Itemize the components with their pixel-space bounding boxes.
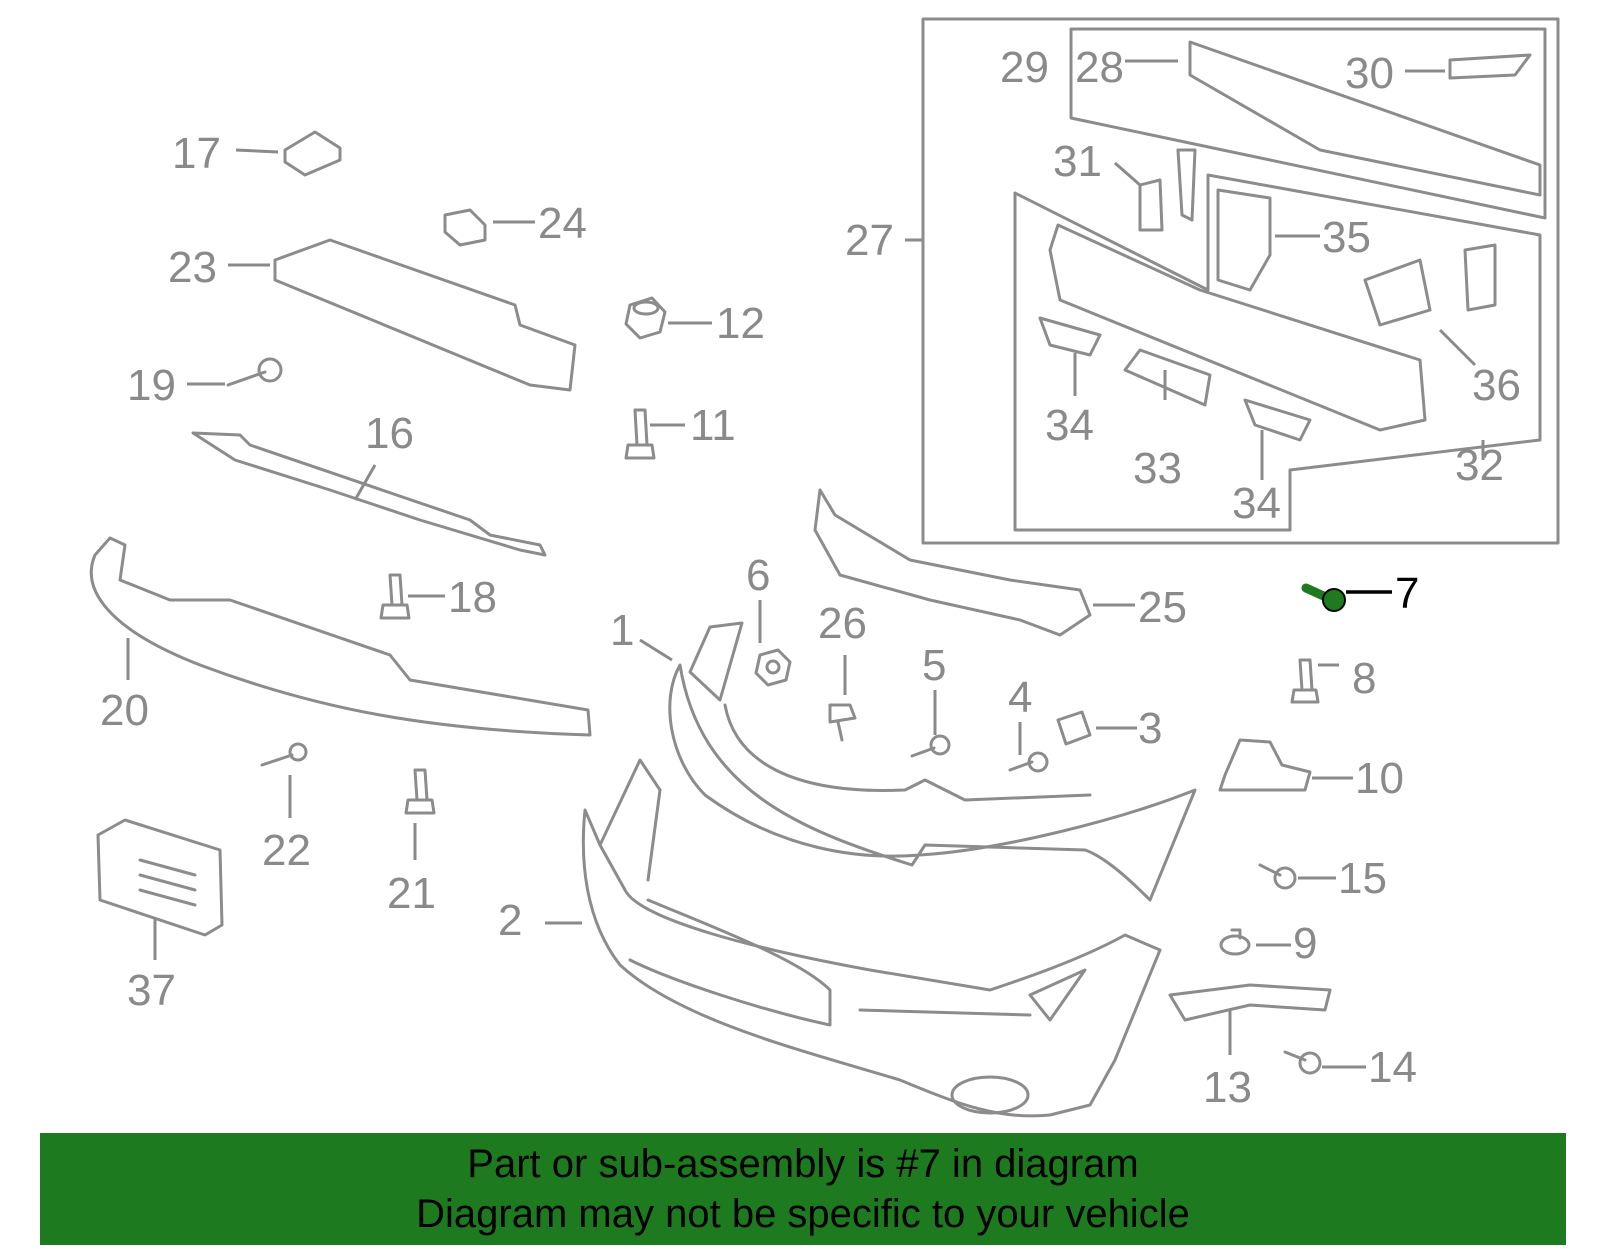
part-23-bracket: [273, 238, 577, 392]
part-3-clip: [1056, 710, 1092, 746]
callout-29: 29: [1000, 43, 1049, 92]
part-16-strip: [191, 431, 547, 557]
callout-12: 12: [716, 299, 765, 348]
callout-13: 13: [1203, 1063, 1252, 1112]
part-34-bracket-right: [1243, 398, 1312, 442]
part-35-bracket: [1216, 188, 1272, 292]
part-14-screw: [1283, 1050, 1322, 1075]
callout-24: 24: [538, 199, 587, 248]
banner-line-2: Diagram may not be specific to your vehi…: [416, 1192, 1190, 1236]
callout-17: 17: [172, 129, 221, 178]
part-33-pad: [1123, 348, 1212, 407]
part-12-nut: [624, 296, 667, 340]
callout-27: 27: [845, 216, 894, 265]
part-32-impact-bar: [1048, 223, 1427, 432]
part-4-screw: [1008, 751, 1049, 773]
part-19-bolt: [226, 357, 283, 387]
assembly-box-27: [921, 17, 1560, 545]
callout-8: 8: [1352, 654, 1376, 703]
callout-7-highlighted: 7: [1395, 569, 1419, 618]
leader-lines: [126, 59, 1485, 1069]
part-13-bracket: [1168, 983, 1332, 1022]
callout-28: 28: [1075, 43, 1124, 92]
callout-36: 36: [1472, 361, 1521, 410]
part-17-clip: [283, 130, 342, 177]
callout-22: 22: [262, 826, 311, 875]
callout-20: 20: [100, 686, 149, 735]
callout-14: 14: [1368, 1043, 1417, 1092]
part-8-stud: [1290, 658, 1320, 704]
info-banner: Part or sub-assembly is #7 in diagram Di…: [40, 1133, 1566, 1245]
callout-2: 2: [498, 896, 522, 945]
banner-line-1: Part or sub-assembly is #7 in diagram: [467, 1142, 1139, 1186]
part-15-screw: [1258, 863, 1297, 890]
callout-25: 25: [1138, 583, 1187, 632]
callout-18: 18: [448, 573, 497, 622]
part-6-nut: [754, 648, 792, 687]
part-1-absorber: [668, 621, 1197, 902]
callout-33: 33: [1133, 444, 1182, 493]
part-7-screw-highlighted: [1301, 583, 1346, 612]
part-31-bracket: [1138, 148, 1197, 232]
part-20-lower-valance: [89, 536, 592, 737]
part-37-license-bracket: [96, 818, 224, 937]
assembly-box-29: [1069, 27, 1547, 220]
callout-35: 35: [1322, 213, 1371, 262]
callout-6: 6: [746, 551, 770, 600]
assembly-box-32: [1013, 173, 1542, 532]
callout-16: 16: [365, 409, 414, 458]
part-18-stud: [379, 573, 411, 620]
part-30-bracket: [1448, 53, 1532, 80]
part-21-stud: [404, 768, 436, 815]
callout-4: 4: [1008, 673, 1032, 722]
callout-26: 26: [818, 599, 867, 648]
part-22-push-pin: [260, 742, 308, 767]
part-36-plate: [1463, 243, 1497, 312]
part-10-bracket: [1218, 738, 1312, 792]
callout-30: 30: [1345, 49, 1394, 98]
callout-31: 31: [1053, 137, 1102, 186]
callout-15: 15: [1338, 854, 1387, 903]
callout-32: 32: [1455, 441, 1504, 490]
callout-19: 19: [127, 361, 176, 410]
callout-10: 10: [1355, 754, 1404, 803]
part-9-clip: [1219, 928, 1251, 956]
part-34-bracket-left: [1038, 316, 1102, 357]
callout-34-left: 34: [1045, 401, 1094, 450]
part-5-screw: [910, 734, 951, 758]
callout-3: 3: [1138, 704, 1162, 753]
part-36-crush-can: [1363, 258, 1432, 327]
part-25-upper-absorber: [813, 488, 1092, 637]
part-2-bumper-cover: [581, 758, 1162, 1118]
callout-labels: 1 2 3 4 5 6 7 8 9 10 11 12 13 14 15 16 1…: [100, 43, 1521, 1112]
callout-5: 5: [922, 641, 946, 690]
part-28-reinforcement: [1188, 40, 1542, 197]
part-11-stud: [624, 408, 656, 460]
callout-23: 23: [168, 243, 217, 292]
callout-21: 21: [387, 869, 436, 918]
callout-1: 1: [610, 606, 634, 655]
callout-11: 11: [690, 401, 736, 450]
callout-34-right: 34: [1232, 479, 1281, 528]
part-26-bolt: [828, 703, 857, 742]
callout-9: 9: [1293, 919, 1317, 968]
part-24-clip: [443, 208, 487, 247]
callout-37: 37: [127, 966, 176, 1015]
